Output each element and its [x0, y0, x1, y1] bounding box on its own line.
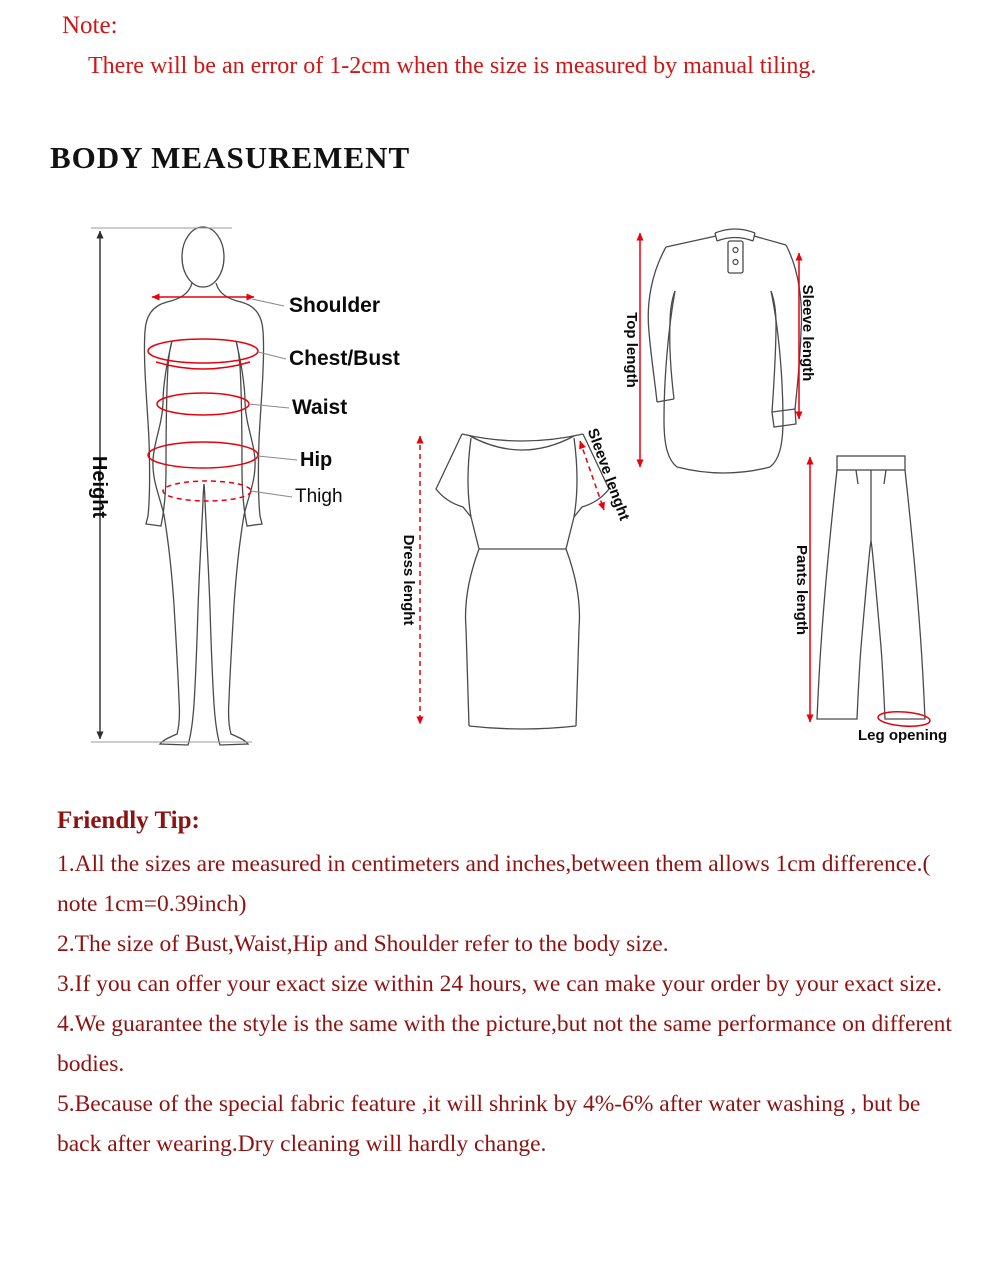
top-hem — [676, 466, 771, 474]
body-head-outline — [181, 226, 225, 288]
top-sleeve-label: Sleeve length — [799, 285, 816, 382]
note-text: There will be an error of 1-2cm when the… — [88, 53, 817, 79]
top-collar-right-edge — [752, 232, 756, 242]
dress-sleeve-arrow — [579, 440, 605, 511]
top-right-cuff — [771, 408, 797, 428]
tip-item-1: 1.All the sizes are measured in centimet… — [57, 851, 931, 917]
leg-opening-label: Leg opening — [858, 727, 947, 744]
thigh-label: Thigh — [295, 486, 343, 507]
top-left-body-side — [663, 290, 678, 468]
dress-top-edge — [461, 433, 584, 442]
measurement-diagram: Height Shoulder Chest/Bust Waist Hip Thi… — [88, 226, 947, 746]
friendly-tips-title: Friendly Tip: — [57, 807, 200, 834]
dress-right-armhole — [573, 437, 578, 518]
tip-item-2: 2.The size of Bust,Waist,Hip and Shoulde… — [57, 931, 669, 957]
thigh-ellipse — [162, 480, 252, 502]
hip-label: Hip — [300, 449, 332, 471]
top-left-sleeve-outer — [647, 246, 667, 403]
pants-figure: Pants length Leg opening — [793, 455, 947, 744]
top-length-label: Top length — [623, 312, 640, 388]
shoulder-label: Shoulder — [289, 294, 380, 317]
waist-connector — [248, 403, 290, 409]
dress-figure: Dress lenght Sleeve lenght — [400, 426, 633, 730]
dress-left-armhole — [467, 437, 472, 518]
top-left-shoulder — [665, 235, 717, 248]
dress-hem — [468, 725, 577, 730]
body-measurement-heading: BODY MEASUREMENT — [50, 140, 411, 175]
waist-ellipse — [156, 392, 250, 416]
body-figure: Height Shoulder Chest/Bust Waist Hip Thi… — [88, 226, 400, 746]
top-right-body-side — [769, 290, 784, 468]
top-button-2 — [732, 258, 739, 266]
top-right-sleeve-inner — [770, 290, 777, 413]
top-collar-outer — [714, 228, 756, 234]
note-label: Note: — [62, 12, 118, 39]
tip-item-3: 3.If you can offer your exact size withi… — [57, 971, 943, 997]
top-right-shoulder — [753, 235, 787, 246]
chest-label: Chest/Bust — [289, 347, 400, 370]
waist-label: Waist — [292, 396, 347, 419]
shoulder-connector — [251, 298, 285, 307]
pants-waistband — [836, 455, 906, 471]
top-figure: Top length Sleeve length — [623, 228, 816, 474]
height-label: Height — [88, 456, 110, 519]
tip-item-5: 5.Because of the special fabric feature … — [57, 1091, 921, 1157]
leg-opening-ellipse — [877, 711, 931, 727]
friendly-tips-section: Friendly Tip: 1.All the sizes are measur… — [57, 798, 962, 1164]
pants-right-pleat — [883, 469, 887, 485]
top-button-1 — [732, 246, 739, 254]
chest-ellipse — [147, 338, 259, 364]
hip-ellipse — [147, 441, 259, 469]
dress-length-label: Dress lenght — [400, 535, 417, 626]
pants-left-leg — [816, 469, 872, 720]
pants-right-leg — [870, 469, 926, 720]
hip-connector — [257, 455, 298, 461]
dress-neckline — [469, 435, 575, 451]
top-placket — [727, 240, 744, 274]
pants-left-pleat — [855, 469, 859, 485]
pants-length-label: Pants length — [793, 545, 810, 635]
body-outline — [143, 282, 265, 746]
chest-connector — [257, 351, 287, 360]
top-collar-left-edge — [714, 232, 718, 242]
dress-left-side — [435, 433, 480, 727]
top-collar-inner — [716, 236, 754, 242]
thigh-connector — [250, 490, 293, 498]
tip-item-4: 4.We guarantee the style is the same wit… — [57, 1011, 952, 1077]
top-left-cuff — [656, 398, 675, 403]
underbust-arc — [155, 361, 251, 370]
dress-sleeve-label: Sleeve lenght — [584, 426, 633, 523]
